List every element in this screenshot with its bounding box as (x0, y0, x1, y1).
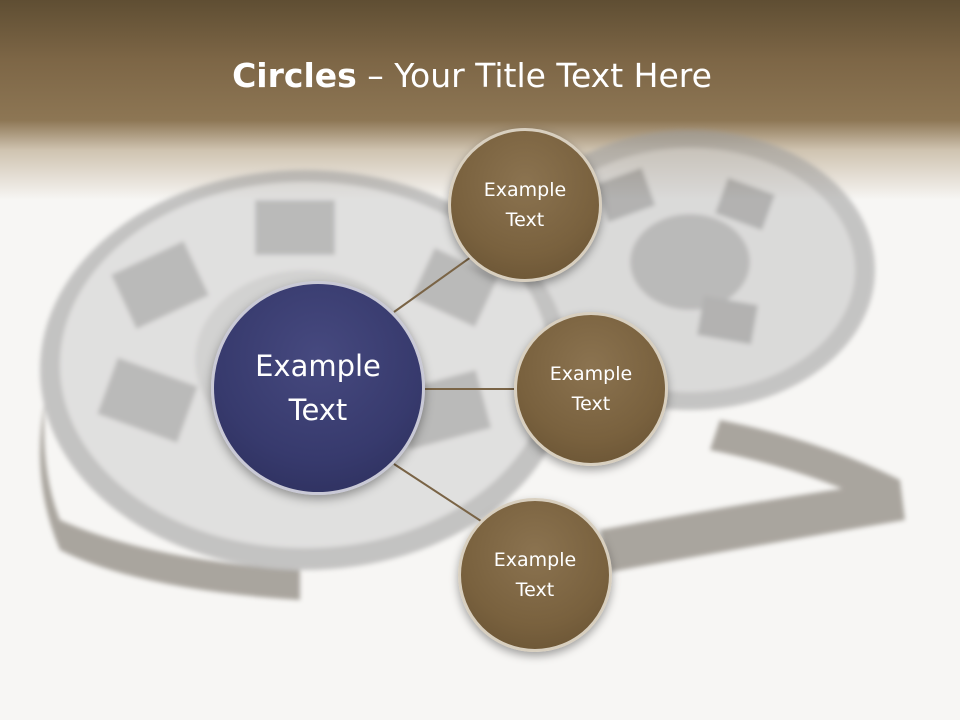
title-bold: Circles (232, 56, 357, 95)
center-circle-label: Example Text (255, 349, 381, 427)
satellite-circle-label: Example Text (483, 179, 567, 231)
center-circle: Example Text (211, 281, 425, 495)
connector-1 (393, 251, 479, 313)
satellite-circle-2: Example Text (514, 312, 668, 466)
satellite-circle-1: Example Text (448, 128, 602, 282)
connector-3 (393, 463, 485, 524)
slide-title: Circles – Your Title Text Here (0, 52, 944, 100)
satellite-circle-label: Example Text (493, 549, 577, 601)
title-rest: – Your Title Text Here (356, 56, 712, 95)
satellite-circle-3: Example Text (458, 498, 612, 652)
satellite-circle-label: Example Text (549, 363, 633, 415)
